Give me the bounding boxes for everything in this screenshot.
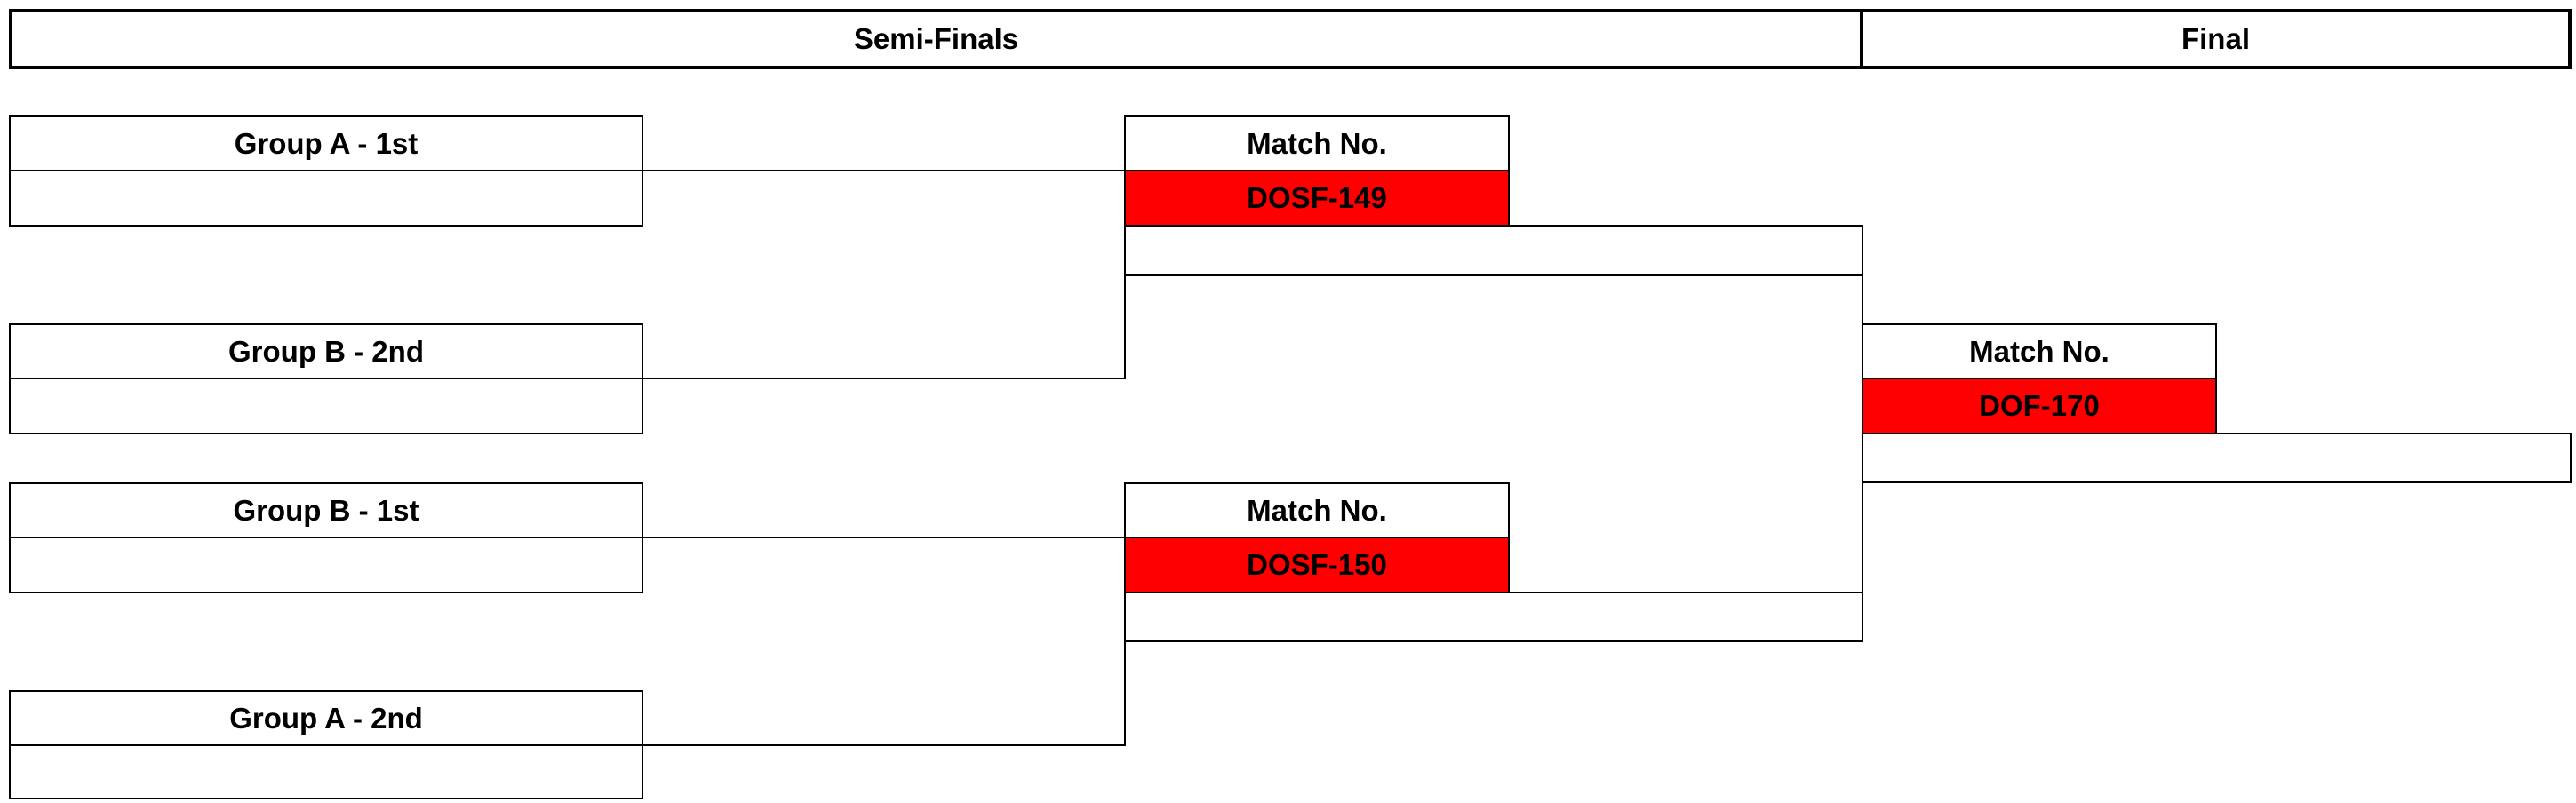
connector-semi2-vertical (1124, 640, 1126, 746)
team-label-group-a-1st: Group A - 1st (9, 115, 643, 171)
team-slot-group-a-1st[interactable] (9, 170, 643, 227)
semi-match-1-label: Match No. (1124, 115, 1510, 171)
team-label-group-b-1st: Group B - 1st (9, 482, 643, 538)
final-header: Final (1860, 9, 2572, 69)
final-match-label: Match No. (1862, 323, 2217, 379)
team-label-group-b-2nd: Group B - 2nd (9, 323, 643, 379)
connector-a1-to-semi1 (642, 170, 1126, 171)
team-slot-group-a-2nd[interactable] (9, 744, 643, 799)
semi-match-1-code: DOSF-149 (1124, 170, 1510, 227)
connector-b2-to-semi1 (642, 378, 1126, 379)
team-slot-group-b-1st[interactable] (9, 537, 643, 593)
connector-semi1-vertical (1124, 274, 1126, 379)
connector-a2-to-semi2 (642, 744, 1126, 746)
team-label-group-a-2nd: Group A - 2nd (9, 690, 643, 746)
connector-b1-to-semi2 (642, 537, 1126, 538)
semi-match-2-winner-slot[interactable] (1124, 592, 1863, 642)
team-slot-group-b-2nd[interactable] (9, 378, 643, 434)
semi-match-1-winner-slot[interactable] (1124, 225, 1863, 276)
final-match-winner-slot[interactable] (1862, 433, 2572, 483)
semi-match-2-label: Match No. (1124, 482, 1510, 538)
final-match-code: DOF-170 (1862, 378, 2217, 434)
semi-finals-header: Semi-Finals (9, 9, 1863, 69)
semi-match-2-code: DOSF-150 (1124, 537, 1510, 593)
connector-semis-to-final-vertical (1862, 225, 1863, 642)
